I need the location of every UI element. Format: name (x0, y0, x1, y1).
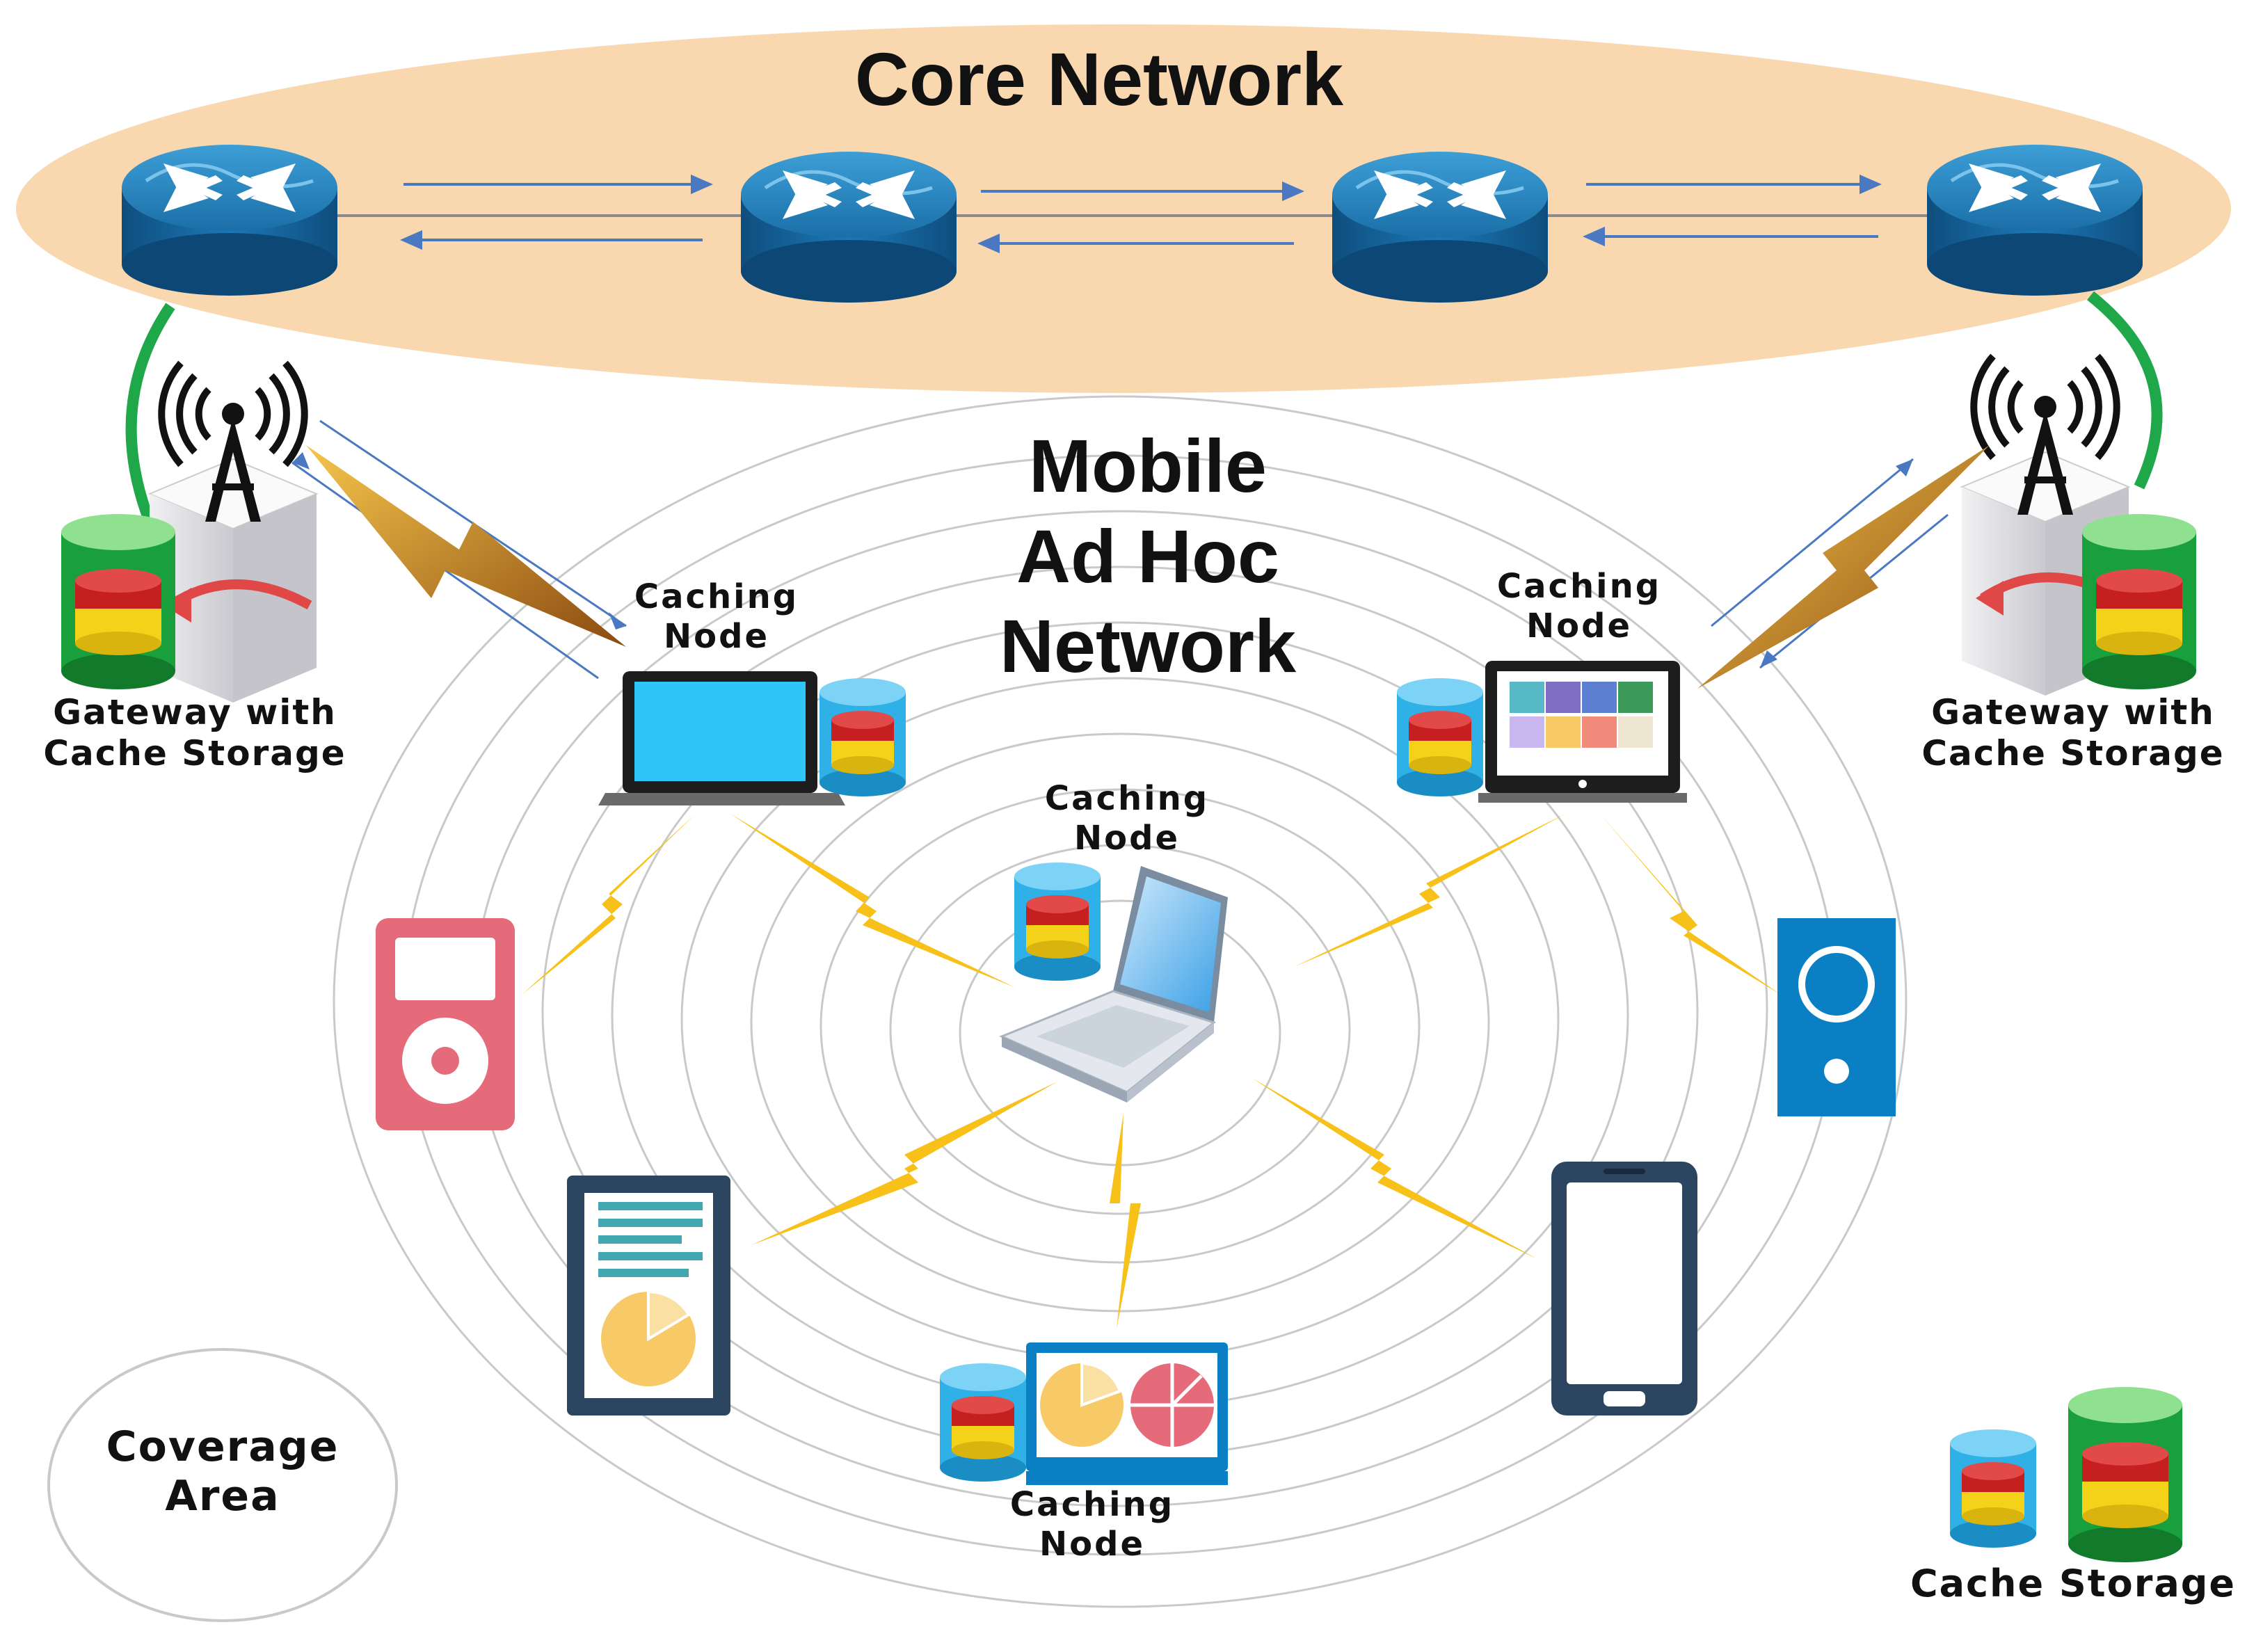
core-links (230, 174, 2129, 254)
manet-wireless-links (522, 814, 1781, 1329)
router-icon (1927, 145, 2143, 296)
cache-cylinder-icon (61, 514, 175, 689)
router-icon (741, 152, 957, 303)
cache-cylinder-icon (940, 1363, 1026, 1482)
lightning-icon (1252, 1078, 1537, 1259)
lightning-icon (1294, 814, 1565, 967)
router-icon (1332, 152, 1548, 303)
router-icon (122, 145, 337, 296)
legend-cache-storage (1950, 1387, 2182, 1562)
left-uplink (125, 303, 175, 524)
cache-cylinder-icon (1950, 1429, 2036, 1548)
cache-cylinder-icon (1397, 678, 1483, 796)
lightning-icon (522, 814, 696, 995)
laptop-icon (1120, 876, 1221, 1012)
gateway-wireless-left (291, 419, 627, 680)
cache-cylinder-icon (819, 678, 906, 796)
caching-node-label-top-right: Caching Node (1496, 567, 1662, 645)
legend-coverage-ellipse (47, 1348, 398, 1622)
caching-node-label-top-left: Caching Node (634, 577, 799, 656)
right-uplink (2087, 291, 2163, 490)
left-gateway-label: Gateway with Cache Storage (43, 692, 346, 773)
cache-cylinder-icon (2082, 514, 2196, 689)
lightning-icon (306, 445, 626, 647)
core-network-title: Core Network (854, 37, 1344, 121)
lightning-icon (1697, 445, 1990, 689)
caching-node-top-right (1397, 661, 1687, 803)
lightning-icon (751, 1082, 1057, 1245)
caching-node-top-left (598, 671, 906, 805)
legend-cache-storage-label: Cache Storage (1910, 1562, 2237, 1605)
ipod-device (376, 918, 515, 1130)
laptop-icon (598, 793, 845, 805)
gateway-wireless-right (1697, 445, 1990, 689)
right-gateway-label: Gateway with Cache Storage (1921, 692, 2225, 773)
document-tablet-device (567, 1176, 730, 1416)
left-gateway (61, 363, 317, 703)
caching-node-center (999, 863, 1228, 1102)
manet-title: Mobile Ad Hoc Network (999, 424, 1297, 689)
core-network-area (16, 24, 2231, 393)
caching-node-label-bottom: Caching Node (1009, 1485, 1175, 1564)
cache-cylinder-icon (2068, 1387, 2182, 1562)
lightning-icon (730, 814, 1016, 988)
legend-coverage-label: Coverage Area (106, 1422, 339, 1521)
caching-node-label-center: Caching Node (1044, 779, 1210, 858)
smartphone-device (1551, 1162, 1697, 1416)
caching-node-bottom (940, 1342, 1228, 1485)
cache-cylinder-icon (1014, 863, 1101, 981)
speaker-device (1777, 918, 1896, 1116)
lightning-icon (1110, 1113, 1141, 1329)
